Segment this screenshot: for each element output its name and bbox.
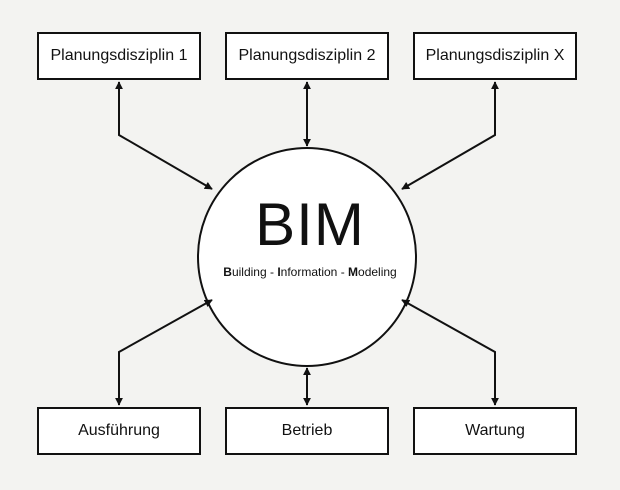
box-label: Wartung	[465, 422, 525, 439]
subtitle-initial-i: I	[277, 265, 281, 279]
box-ausfuehrung: Ausführung	[37, 407, 201, 455]
box-label: Ausführung	[78, 422, 160, 439]
subtitle-separator: -	[337, 265, 349, 279]
box-wartung: Wartung	[413, 407, 577, 455]
connector-ausfuehrung	[115, 299, 213, 406]
box-label: Planungsdisziplin X	[425, 47, 565, 64]
subtitle-rest-building: uilding	[231, 265, 267, 279]
box-planungsdisziplin-1: Planungsdisziplin 1	[37, 32, 201, 80]
connector-wartung	[401, 299, 499, 406]
box-label: Betrieb	[281, 422, 333, 439]
connector-planungsdisziplin-x	[401, 81, 499, 190]
box-planungsdisziplin-x: Planungsdisziplin X	[413, 32, 577, 80]
subtitle-separator: -	[266, 265, 278, 279]
box-planungsdisziplin-2: Planungsdisziplin 2	[225, 32, 389, 80]
connector-planungsdisziplin-1	[115, 81, 213, 190]
subtitle-rest-modeling: odeling	[358, 265, 397, 279]
box-betrieb: Betrieb	[225, 407, 389, 455]
box-label: Planungsdisziplin 2	[238, 47, 376, 64]
box-label: Planungsdisziplin 1	[50, 47, 188, 64]
subtitle-initial-b: B	[223, 265, 232, 279]
bim-subtitle: Building - Information - Modeling	[195, 265, 425, 279]
bim-title: BIM	[255, 191, 365, 258]
subtitle-rest-information: nformation	[280, 265, 338, 279]
bim-circle	[197, 147, 417, 367]
subtitle-initial-m: M	[348, 265, 359, 279]
